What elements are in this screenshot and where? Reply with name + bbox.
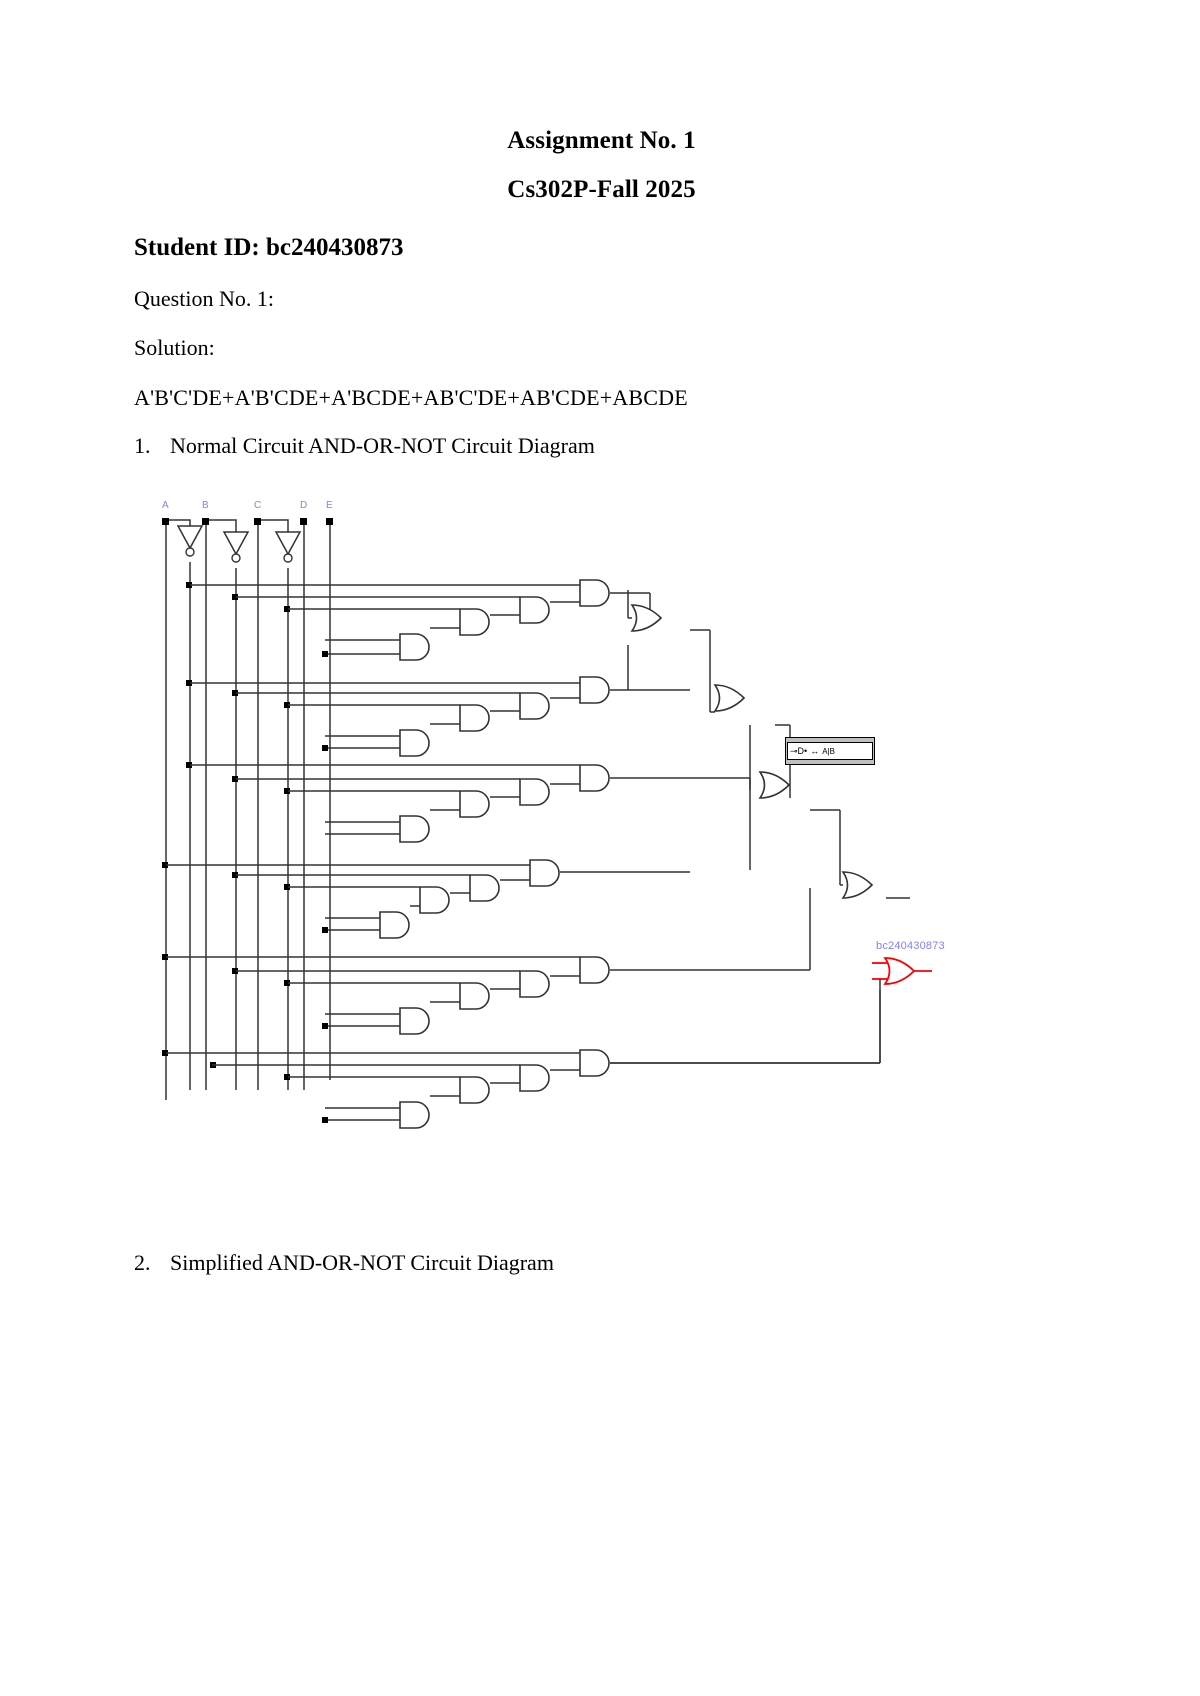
document-text-block: Assignment No. 1 Cs302P-Fall 2025 Studen… [134, 128, 1069, 469]
floating-toolbar-widget[interactable]: ⊸D• ↔ A|B [785, 737, 875, 765]
and-gates-group-1 [399, 579, 610, 661]
list-item-1-number: 1. [134, 433, 151, 459]
input-label-d: D [300, 500, 307, 511]
solution-label: Solution: [134, 335, 215, 361]
input-label-a: A [162, 500, 169, 511]
inverter-gates [176, 525, 302, 563]
or-gate-3 [759, 771, 790, 799]
question-label: Question No. 1: [134, 286, 274, 311]
and-gate [459, 982, 490, 1010]
and-gates-group-2 [399, 676, 610, 757]
and-gate [519, 596, 550, 624]
and-gate [459, 704, 490, 732]
and-gate [399, 633, 430, 661]
wires [165, 519, 331, 1100]
term-group-3 [190, 764, 751, 835]
input-labels: A B C D E [162, 500, 333, 511]
and-gate [579, 956, 610, 984]
list-item-2-label: Simplified AND-OR-NOT Circuit Diagram [170, 1250, 554, 1275]
circuit-watermark-label: bc240430873 [876, 940, 945, 952]
or-gate-1 [631, 604, 662, 632]
term-dots-4 [322, 927, 328, 933]
term-dots-1 [322, 651, 328, 657]
and-gate [459, 1076, 490, 1104]
and-gate [519, 692, 550, 720]
list-item-1-label: Normal Circuit AND-OR-NOT Circuit Diagra… [170, 433, 595, 459]
feedback-wires [610, 979, 881, 1064]
and-gate [469, 874, 500, 902]
term-group-6 [166, 990, 881, 1121]
and-gate [579, 1049, 610, 1077]
highlight-or-gate [872, 957, 932, 985]
toolbar-ab-label: A|B [822, 746, 835, 756]
and-gate [399, 1101, 430, 1129]
and-gate [399, 1007, 430, 1035]
assignment-title: Assignment No. 1 [507, 127, 696, 154]
and-gate [519, 1064, 550, 1092]
term-dots-6 [322, 1117, 328, 1123]
or-tree-wires [627, 590, 910, 899]
list-item-2: 2. Simplified AND-OR-NOT Circuit Diagram [134, 1250, 1069, 1276]
inverter-c [274, 531, 302, 563]
or-gate-4-output [842, 871, 873, 899]
gate-tool-icon[interactable]: ⊸D• [790, 745, 808, 756]
term-dots-5 [322, 1023, 328, 1029]
and-gates-group-6 [399, 1049, 610, 1129]
term-group-1 [190, 584, 651, 655]
and-gate [579, 579, 610, 607]
and-gate [399, 729, 430, 757]
inverter-a [176, 525, 204, 557]
and-gate [459, 790, 490, 818]
and-gate [379, 911, 410, 939]
term-group-2 [190, 682, 690, 749]
and-gates-group-3 [399, 764, 610, 843]
term-group-5 [166, 888, 811, 1027]
swap-arrow-icon[interactable]: ↔ [810, 745, 820, 756]
student-id: Student ID: bc240430873 [134, 234, 404, 261]
junction-dots [162, 518, 333, 1080]
input-label-e: E [326, 500, 333, 511]
and-gate [399, 815, 430, 843]
term-group-4 [166, 864, 690, 931]
and-gate [459, 608, 490, 636]
diagram-list-continued: 2. Simplified AND-OR-NOT Circuit Diagram [134, 1250, 1069, 1276]
and-gate [519, 778, 550, 806]
or-gate-2 [714, 684, 745, 712]
and-gate [579, 676, 610, 704]
and-gate [579, 764, 610, 792]
logic-circuit-diagram: A B C D E [150, 490, 990, 1170]
input-label-b: B [202, 500, 209, 511]
list-item-2-number: 2. [134, 1250, 151, 1275]
and-gate [529, 859, 560, 887]
and-gate [519, 970, 550, 998]
course-term-title: Cs302P-Fall 2025 [507, 176, 696, 203]
and-gate [419, 886, 450, 914]
and-gates-group-4 [379, 859, 560, 939]
term-dots-2 [322, 745, 328, 751]
boolean-expression: A'B'C'DE+A'B'CDE+A'BCDE+AB'C'DE+AB'CDE+A… [134, 385, 688, 411]
input-label-c: C [254, 500, 261, 511]
inverter-b [222, 531, 250, 563]
list-item-1: 1. Normal Circuit AND-OR-NOT Circuit Dia… [134, 433, 1069, 459]
diagram-list: 1. Normal Circuit AND-OR-NOT Circuit Dia… [134, 433, 1069, 459]
and-gates-group-5 [399, 956, 610, 1035]
